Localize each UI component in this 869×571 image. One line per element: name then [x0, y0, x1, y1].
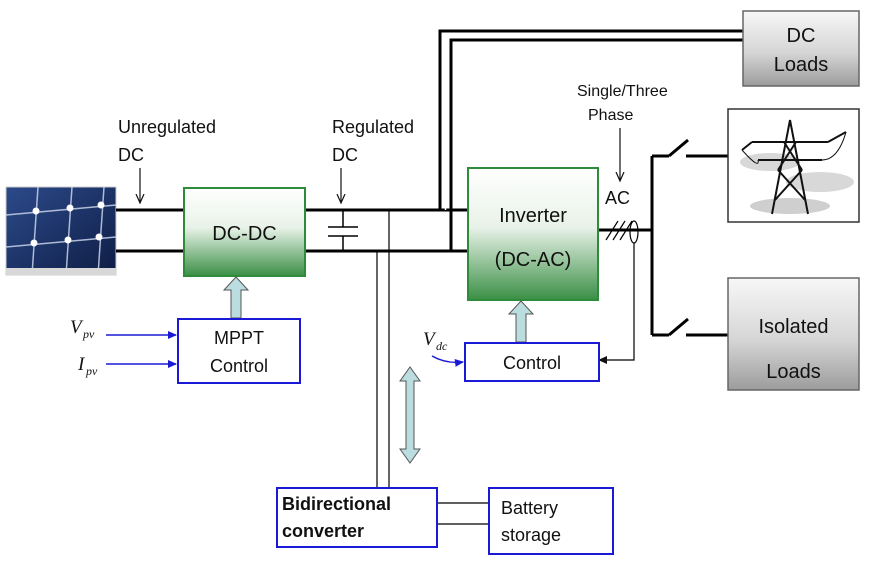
vdc-input: V dc	[423, 329, 463, 362]
converter-label: converter	[282, 521, 364, 541]
vpv-input: V pv	[70, 317, 176, 341]
unregulated-dc-label: DC	[118, 145, 144, 165]
svg-text:I: I	[77, 354, 86, 375]
solar-panel-icon	[6, 187, 116, 275]
ipv-input: I pv	[77, 354, 176, 378]
mppt-label: MPPT	[214, 328, 264, 348]
transmission-tower-icon	[728, 109, 859, 222]
svg-text:pv: pv	[82, 327, 95, 341]
isolated-label: Isolated	[758, 316, 828, 338]
isolated-loads-sublabel: Loads	[766, 361, 821, 383]
dc-loads-sublabel: Loads	[774, 54, 829, 76]
isolated-loads-block: Isolated Loads	[728, 278, 859, 390]
regulated-dc-label: DC	[332, 145, 358, 165]
inverter-sublabel: (DC-AC)	[495, 249, 572, 271]
three-phase-marker	[599, 221, 638, 360]
bidirectional-label: Bidirectional	[282, 494, 391, 514]
dc-bus-wires	[116, 31, 743, 335]
bidirectional-converter-block: Bidirectional converter	[277, 488, 437, 547]
dcdc-label: DC-DC	[212, 223, 276, 245]
mppt-control-label: Control	[210, 356, 268, 376]
battery-storage-block: Battery storage	[489, 488, 613, 554]
load-switches	[669, 140, 688, 335]
ac-label: AC	[605, 188, 630, 208]
dc-loads-block: DC Loads	[743, 11, 859, 86]
svg-text:dc: dc	[436, 339, 448, 353]
control-to-inverter-arrow	[509, 301, 533, 342]
mppt-to-dcdc-arrow	[224, 277, 248, 318]
inverter-control-block: Control	[465, 343, 599, 381]
storage-label: storage	[501, 525, 561, 545]
svg-text:V: V	[70, 317, 84, 338]
battery-label: Battery	[501, 498, 558, 518]
dc-loads-label: DC	[787, 25, 816, 47]
phase-label: Phase	[588, 107, 633, 124]
bidirectional-arrow	[400, 367, 420, 463]
unregulated-label: Unregulated	[118, 117, 216, 137]
svg-text:pv: pv	[85, 364, 98, 378]
mppt-control-block: MPPT Control	[178, 319, 300, 383]
svg-text:V: V	[423, 329, 437, 350]
dcdc-block: DC-DC	[184, 188, 305, 276]
dc-link-capacitor	[328, 210, 358, 251]
inverter-label: Inverter	[499, 205, 567, 227]
regulated-label: Regulated	[332, 117, 414, 137]
inverter-block: Inverter (DC-AC)	[468, 168, 598, 300]
control-label: Control	[503, 353, 561, 373]
single-three-label: Single/Three	[577, 83, 668, 100]
